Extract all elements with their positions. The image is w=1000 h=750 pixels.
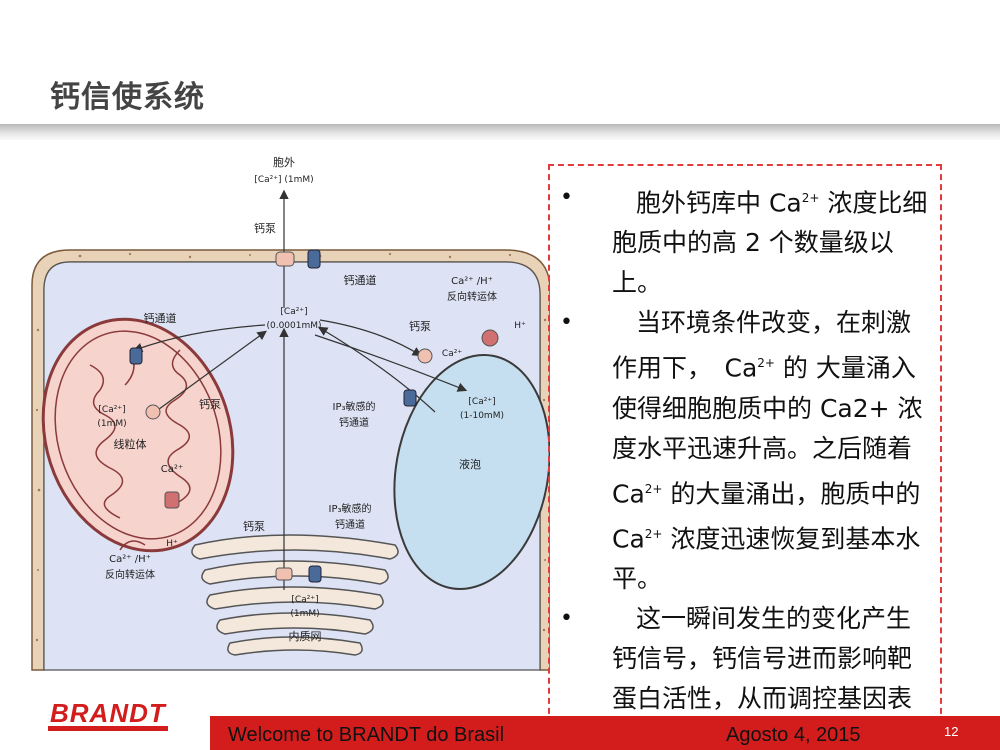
label-cytosol-conc-2: (0.0001mM)	[266, 321, 321, 331]
label-er-pump: 钙泵	[243, 519, 265, 533]
bullet-text: 浓度比细胞质中的高 2 个数量级以上。	[612, 188, 928, 298]
label-mito-conc-2: (1mM)	[97, 419, 126, 429]
footer-welcome-text: Welcome to BRANDT do Brasil	[228, 724, 505, 746]
label-mito-antiporter-1: Ca²⁺ /H⁺	[109, 554, 151, 565]
bullet-marker: •	[560, 606, 573, 632]
vacuole	[393, 354, 550, 590]
label-vacuole: 液泡	[459, 457, 481, 471]
bullet-item: • 胞外钙库中 Ca2+ 浓度比细胞质中的高 2 个数量级以上。	[550, 178, 940, 303]
superscript: 2+	[644, 526, 663, 541]
label-mito-antiporter-2: 反向转运体	[105, 568, 155, 581]
label-vacuole-ca: Ca²⁺	[442, 349, 462, 359]
label-er-conc-2: (1mM)	[290, 609, 319, 619]
mitochondrion	[41, 317, 235, 553]
transporters	[129, 249, 499, 583]
label-mito-h: H⁺	[166, 539, 178, 549]
bullet-text: 浓度迅速恢复到基本水平。	[612, 524, 921, 594]
bullet-marker: •	[560, 310, 573, 336]
bullet-text: 当环境条件改变，在刺激作用下， Ca	[612, 308, 912, 383]
bullet-text: 的大量涌出，胞质中的 Ca	[612, 478, 921, 554]
bullet-marker: •	[560, 185, 573, 210]
superscript: 2+	[644, 481, 663, 496]
label-antiporter-vacuole-2: 反向转运体	[447, 290, 497, 303]
label-er: 内质网	[289, 629, 322, 643]
flux-arrows	[132, 189, 468, 590]
label-cytosol-conc-1: [Ca²⁺]	[280, 307, 307, 317]
bullet-item: •当环境条件改变，在刺激作用下， Ca2+ 的 大量涌入使得细胞胞质中的 Ca2…	[550, 303, 940, 599]
label-antiporter-vacuole-1: Ca²⁺ /H⁺	[451, 276, 493, 287]
label-ip3-vacuole-1: IP₃敏感的	[333, 400, 376, 413]
label-mito-conc-1: [Ca²⁺]	[98, 405, 125, 415]
slide-title: 钙信使系统	[50, 80, 205, 115]
label-mito-channel: 钙通道	[144, 311, 177, 325]
footer-logo-area	[0, 700, 210, 750]
bullet-text: 这一瞬间发生的变化产生钙信号，钙信号进而影响靶蛋白活性，从而调控基因表达和生理反…	[612, 604, 913, 714]
bullet-text: 胞外钙库中 Ca	[636, 188, 802, 218]
logo-underline	[48, 726, 168, 731]
page-number: 12	[944, 724, 959, 739]
label-mito: 线粒体	[114, 437, 147, 451]
superscript: 2+	[757, 356, 775, 371]
label-ip3-er-2: 钙通道	[335, 518, 365, 531]
bullet-text-box: •胞外钙库中 Ca2+ 浓度比细胞质中的高 2 个数量级以上。•当环境条件改变，…	[548, 164, 942, 724]
label-pump-top: 钙泵	[254, 221, 276, 235]
label-vacuole-pump: 钙泵	[409, 319, 431, 333]
endoplasmic-reticulum	[191, 534, 399, 656]
label-ip3-vacuole-2: 钙通道	[339, 416, 369, 429]
label-mito-ca: Ca²⁺	[161, 464, 183, 475]
title-divider	[0, 124, 1000, 140]
label-h-plus-right: H⁺	[514, 321, 526, 331]
cell-wall-texture	[35, 252, 548, 642]
label-vacuole-conc-1: [Ca²⁺]	[468, 397, 495, 407]
label-extracellular-conc: [Ca²⁺] (1mM)	[254, 175, 313, 185]
bullet-list: •胞外钙库中 Ca2+ 浓度比细胞质中的高 2 个数量级以上。•当环境条件改变，…	[550, 166, 940, 722]
bullet-item: • 这一瞬间发生的变化产生钙信号，钙信号进而影响靶蛋白活性，从而调控基因表达和生理…	[550, 599, 940, 722]
footer-date: Agosto 4, 2015	[726, 724, 861, 746]
label-mito-pump: 钙泵	[199, 397, 221, 411]
label-channel-top: 钙通道	[344, 273, 377, 287]
superscript: 2+	[801, 191, 820, 205]
label-er-conc-1: [Ca²⁺]	[291, 595, 318, 605]
label-extracellular: 胞外	[273, 156, 295, 169]
bullet-text: 的 大量涌入使得细胞胞质中的 Ca2+ 浓度水平迅速升高。之后随着 Ca	[612, 353, 923, 508]
label-vacuole-conc-2: (1-10mM)	[460, 411, 504, 421]
brandt-logo: BRANDT	[50, 698, 166, 728]
calcium-signaling-diagram: 胞外 [Ca²⁺] (1mM) 钙泵 钙通道 Ca²⁺ /H⁺ 反向转运体 H⁺…	[31, 156, 550, 671]
label-ip3-er-1: IP₃敏感的	[329, 502, 372, 515]
